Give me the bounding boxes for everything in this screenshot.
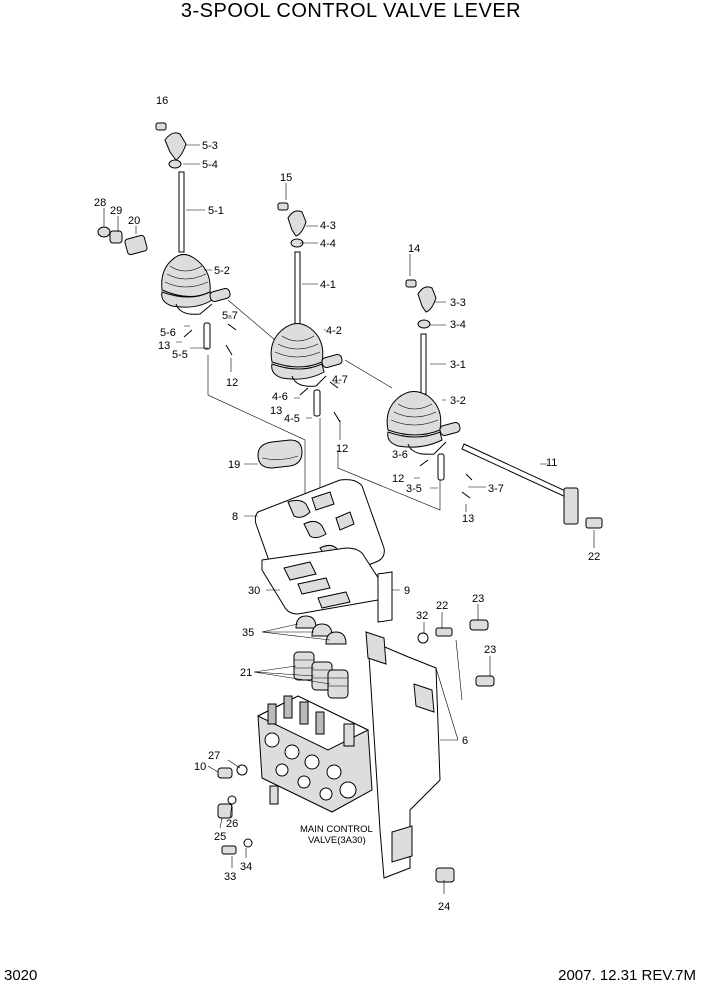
cover-19	[257, 439, 303, 469]
lever-assembly-5	[97, 122, 237, 356]
callout-3-6: 3-6	[392, 449, 408, 461]
callout-22-b: 22	[436, 600, 448, 612]
callout-12-b: 12	[336, 443, 348, 455]
callout-9: 9	[404, 585, 410, 597]
callout-4-2: 4-2	[326, 325, 342, 337]
callout-8: 8	[232, 511, 238, 523]
callout-35: 35	[242, 627, 254, 639]
callout-5-2: 5-2	[214, 265, 230, 277]
page-number: 3020	[4, 967, 38, 984]
callout-11: 11	[546, 457, 557, 469]
lever-assembly-4	[270, 202, 343, 423]
bracket-9-30	[261, 547, 393, 623]
main-valve-label-1: MAIN CONTROL	[300, 824, 373, 835]
callout-21: 21	[240, 667, 252, 679]
date-revision: 2007. 12.31 REV.7M	[558, 967, 696, 984]
callout-10: 10	[194, 761, 206, 773]
callout-16: 16	[156, 95, 168, 107]
callout-20: 20	[128, 215, 140, 227]
callout-3-3: 3-3	[450, 297, 466, 309]
callout-30: 30	[248, 585, 260, 597]
callout-12-a: 12	[226, 377, 238, 389]
callout-5-1: 5-1	[208, 205, 224, 217]
callout-3-5: 3-5	[406, 483, 422, 495]
callout-5-7: 5-7	[222, 310, 238, 322]
fasteners	[217, 619, 495, 883]
callout-14: 14	[408, 243, 420, 255]
rod-11	[461, 443, 603, 529]
callout-4-3: 4-3	[320, 220, 336, 232]
bracket-6	[365, 631, 441, 879]
callout-3-2: 3-2	[450, 395, 466, 407]
callout-4-1: 4-1	[320, 279, 336, 291]
callout-22-a: 22	[588, 551, 600, 563]
leader-lines	[103, 144, 595, 894]
callout-23-b: 23	[484, 644, 496, 656]
callout-28: 28	[94, 197, 106, 209]
callout-4-6: 4-6	[272, 391, 288, 403]
callout-labels: 16 5-3 5-4 5-1 28 29 20 5-2 5-7 5-6 13 5…	[94, 95, 600, 913]
callout-5-6: 5-6	[160, 327, 176, 339]
callout-25: 25	[214, 831, 226, 843]
callout-6: 6	[462, 735, 468, 747]
callout-32: 32	[416, 610, 428, 622]
callout-4-4: 4-4	[320, 238, 336, 250]
callout-24: 24	[438, 901, 450, 913]
callout-3-7: 3-7	[488, 483, 504, 495]
boots-35	[295, 615, 347, 645]
callout-3-1: 3-1	[450, 359, 466, 371]
callout-3-4: 3-4	[450, 319, 466, 331]
callout-4-5: 4-5	[284, 413, 300, 425]
callout-5-4: 5-4	[202, 159, 218, 171]
callout-13-a: 13	[158, 340, 170, 352]
callout-5-3: 5-3	[202, 140, 218, 152]
callout-13-b: 13	[270, 405, 282, 417]
callout-29: 29	[110, 205, 122, 217]
lever-assembly-3	[386, 279, 473, 499]
callout-33: 33	[224, 871, 236, 883]
callout-26: 26	[226, 818, 238, 830]
callout-19: 19	[228, 459, 240, 471]
callout-34: 34	[240, 861, 252, 873]
callout-5-5: 5-5	[172, 349, 188, 361]
page-title: 3-SPOOL CONTROL VALVE LEVER	[180, 0, 522, 22]
main-control-valve	[256, 695, 373, 813]
springs-21	[293, 651, 349, 699]
callout-13-c: 13	[462, 513, 474, 525]
callout-4-7: 4-7	[332, 374, 348, 386]
callout-27: 27	[208, 750, 220, 762]
callout-15: 15	[280, 172, 292, 184]
callout-12-c: 12	[392, 473, 404, 485]
main-valve-label-2: VALVE(3A30)	[308, 835, 366, 846]
callout-23-a: 23	[472, 593, 484, 605]
